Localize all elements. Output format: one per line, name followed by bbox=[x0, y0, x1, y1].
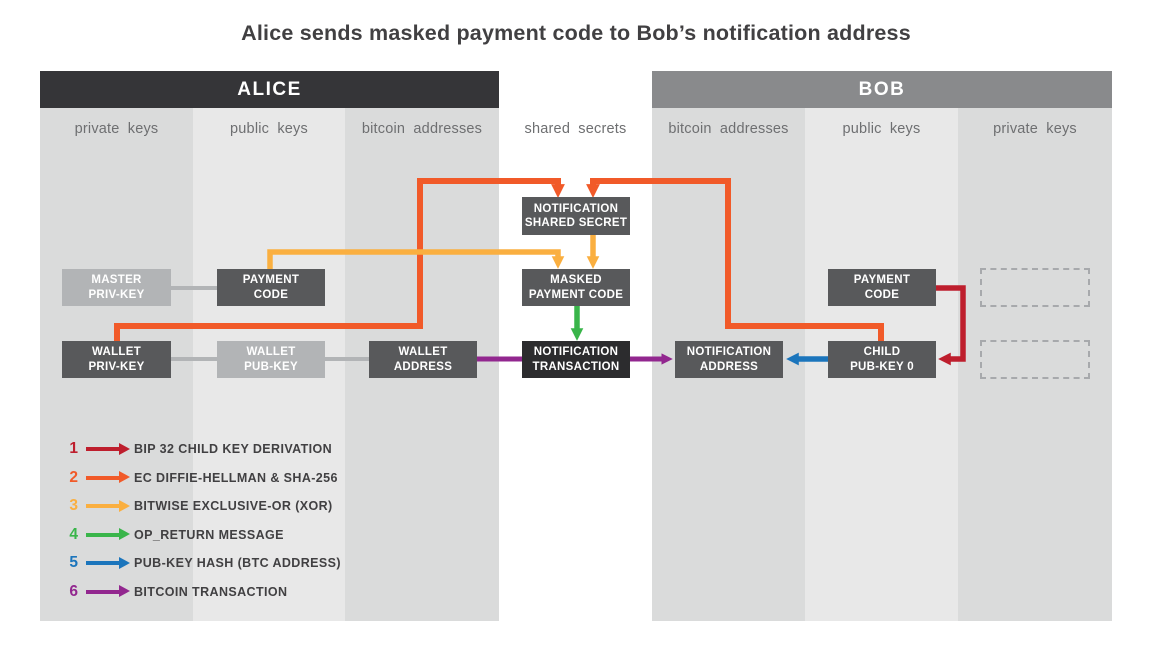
legend-item-transaction: 6 BITCOIN TRANSACTION bbox=[62, 582, 341, 600]
legend-label: PUB-KEY HASH (BTC ADDRESS) bbox=[134, 556, 341, 570]
box-notification-address: NOTIFICATION ADDRESS bbox=[675, 341, 783, 378]
legend-label: OP_RETURN MESSAGE bbox=[134, 527, 284, 542]
label-alice-bitcoin-addresses: bitcoin addresses bbox=[361, 121, 483, 137]
box-payment-code-bob: PAYMENT CODE bbox=[828, 269, 936, 306]
label-alice-private-keys: private keys bbox=[74, 121, 159, 137]
box-bob-hidden-priv-key-1 bbox=[980, 268, 1090, 307]
bob-header-bar: BOB bbox=[652, 71, 1112, 108]
legend-label: BIP 32 CHILD KEY DERIVATION bbox=[134, 442, 333, 456]
legend-item-pubkeyhash: 5 PUB-KEY HASH (BTC ADDRESS) bbox=[62, 554, 341, 571]
legend-item-opreturn: 4 OP_RETURN MESSAGE bbox=[62, 525, 341, 543]
label-alice-public-keys: public keys bbox=[230, 121, 308, 137]
legend: 1 BIP 32 CHILD KEY DERIVATION 2 EC DIFFI… bbox=[62, 440, 341, 600]
box-notification-shared-secret: NOTIFICATION SHARED SECRET bbox=[522, 197, 630, 235]
label-shared-secrets: shared secrets bbox=[524, 121, 627, 137]
legend-number: 5 bbox=[69, 554, 78, 571]
box-payment-code-alice: PAYMENT CODE bbox=[217, 269, 325, 306]
amber-arrow-icon bbox=[86, 499, 130, 512]
legend-number: 2 bbox=[69, 468, 78, 486]
legend-item-ecdh: 2 EC DIFFIE-HELLMAN & SHA-256 bbox=[62, 468, 341, 486]
alice-header-bar: ALICE bbox=[40, 71, 499, 108]
legend-label: BITCOIN TRANSACTION bbox=[134, 584, 288, 599]
column-bob-private-keys bbox=[958, 108, 1112, 621]
box-bob-hidden-priv-key-2 bbox=[980, 340, 1090, 379]
box-masked-payment-code: MASKED PAYMENT CODE bbox=[522, 269, 630, 306]
label-bob-bitcoin-addresses: bitcoin addresses bbox=[668, 121, 789, 137]
label-bob-private-keys: private keys bbox=[993, 121, 1077, 137]
legend-label: BITWISE EXCLUSIVE-OR (XOR) bbox=[134, 499, 333, 513]
legend-number: 1 bbox=[69, 440, 78, 457]
box-child-pub-key-0: CHILD PUB-KEY 0 bbox=[828, 341, 936, 378]
legend-label: EC DIFFIE-HELLMAN & SHA-256 bbox=[134, 470, 338, 485]
box-wallet-priv-key: WALLET PRIV-KEY bbox=[62, 341, 171, 378]
box-master-priv-key: MASTER PRIV-KEY bbox=[62, 269, 171, 306]
purple-arrow-icon bbox=[86, 585, 130, 597]
label-bob-public-keys: public keys bbox=[842, 121, 921, 137]
red-arrow-icon bbox=[86, 442, 130, 455]
legend-number: 4 bbox=[69, 525, 78, 543]
blue-arrow-icon bbox=[86, 556, 130, 569]
legend-item-bip32: 1 BIP 32 CHILD KEY DERIVATION bbox=[62, 440, 341, 457]
orange-arrow-icon bbox=[86, 471, 130, 483]
green-arrow-icon bbox=[86, 528, 130, 540]
legend-number: 6 bbox=[69, 582, 78, 600]
box-notification-transaction: NOTIFICATION TRANSACTION bbox=[522, 341, 630, 378]
box-wallet-pub-key: WALLET PUB-KEY bbox=[217, 341, 325, 378]
legend-number: 3 bbox=[69, 497, 78, 514]
legend-item-xor: 3 BITWISE EXCLUSIVE-OR (XOR) bbox=[62, 497, 341, 514]
page-title: Alice sends masked payment code to Bob’s… bbox=[241, 21, 911, 45]
box-wallet-address: WALLET ADDRESS bbox=[369, 341, 477, 378]
